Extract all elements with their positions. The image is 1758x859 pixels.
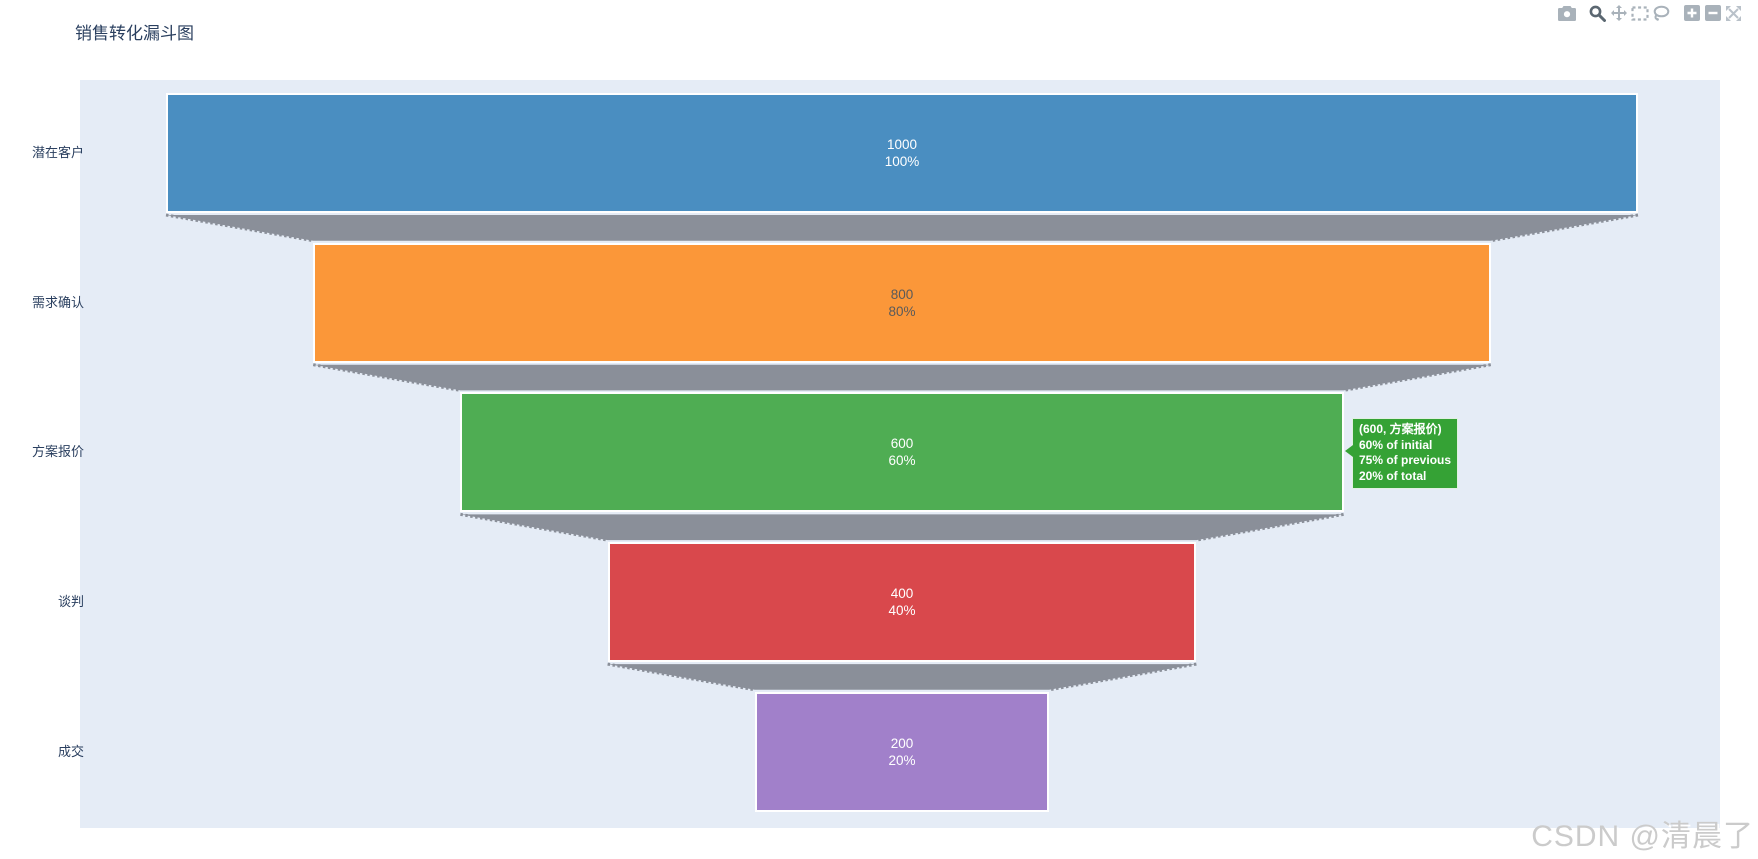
camera-icon[interactable] — [1556, 3, 1577, 23]
bar-value: 800 — [890, 286, 914, 302]
pan-icon[interactable] — [1608, 3, 1629, 23]
tooltip-line: 75% of previous — [1359, 453, 1452, 467]
y-axis-label-1[interactable]: 潜在客户 — [31, 145, 84, 160]
modebar — [1556, 3, 1744, 23]
bar-value: 1000 — [886, 137, 918, 152]
bar-value: 200 — [890, 735, 914, 751]
bar-percent: 80% — [888, 303, 916, 319]
lasso-select-icon[interactable] — [1650, 3, 1671, 23]
watermark: CSDN @清晨了 — [1531, 820, 1754, 853]
hover-tooltip: (600, 方案报价) 60% of initial 75% of previo… — [1345, 418, 1459, 489]
chart-title: 销售转化漏斗图 — [75, 24, 194, 43]
funnel-bar-1[interactable]: 1000 100% — [166, 93, 1638, 213]
y-axis-label-3[interactable]: 方案报价 — [31, 444, 84, 460]
y-axis-label-2[interactable]: 需求确认 — [31, 294, 84, 310]
zoom-out-icon[interactable] — [1702, 3, 1723, 23]
y-axis-label-4[interactable]: 谈判 — [57, 594, 84, 610]
bar-value: 400 — [890, 586, 914, 602]
bar-value: 600 — [890, 436, 914, 452]
bar-percent: 20% — [888, 752, 916, 768]
bar-percent: 60% — [888, 453, 916, 469]
bar-percent: 100% — [884, 154, 920, 169]
zoom-icon[interactable] — [1587, 3, 1608, 23]
y-axis-label-5[interactable]: 成交 — [57, 743, 84, 759]
tooltip-line: 20% of total — [1359, 468, 1427, 483]
zoom-in-icon[interactable] — [1681, 3, 1702, 23]
box-select-icon[interactable] — [1629, 3, 1650, 23]
bar-percent: 40% — [888, 603, 916, 619]
tooltip-arrow-icon — [1345, 445, 1353, 457]
tooltip-line: (600, 方案报价) — [1359, 422, 1442, 436]
autoscale-icon[interactable] — [1723, 3, 1744, 23]
tooltip-line: 60% of initial — [1359, 437, 1433, 452]
